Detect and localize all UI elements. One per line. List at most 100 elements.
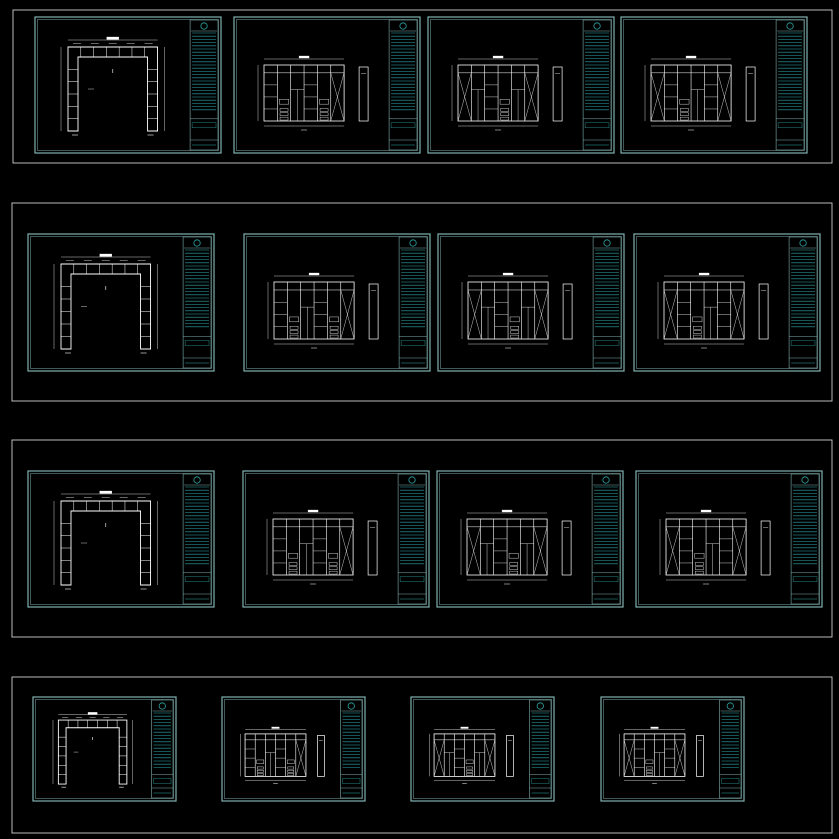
sheet-border bbox=[635, 470, 823, 608]
sheet-border bbox=[633, 233, 821, 372]
sheet-inner-border bbox=[245, 473, 427, 605]
sheet-elevation-b bbox=[427, 16, 615, 154]
logo-icon bbox=[603, 239, 611, 247]
sheet-inner-border bbox=[37, 19, 219, 151]
side-elevation bbox=[317, 735, 325, 777]
row-4 bbox=[11, 676, 833, 834]
sheet-border bbox=[436, 470, 624, 608]
sheet-plan bbox=[27, 233, 215, 372]
sheet-inner-border bbox=[246, 236, 428, 369]
sheet-inner-border bbox=[623, 19, 805, 151]
side-elevation bbox=[367, 520, 378, 576]
sheet-border bbox=[427, 16, 615, 154]
plan-outline bbox=[57, 719, 128, 785]
sheet-border bbox=[243, 233, 431, 372]
sheet-inner-border bbox=[636, 236, 818, 369]
row-1 bbox=[12, 9, 833, 164]
sheet-elevation-c bbox=[633, 233, 821, 372]
logo-icon bbox=[786, 22, 794, 30]
sheet-inner-border bbox=[413, 699, 552, 799]
logo-icon bbox=[193, 476, 201, 484]
sheet-border bbox=[410, 696, 555, 802]
sheet-inner-border bbox=[224, 699, 363, 799]
sheet-border bbox=[437, 233, 625, 372]
side-elevation bbox=[696, 735, 704, 777]
logo-icon bbox=[158, 702, 166, 710]
logo-icon bbox=[801, 476, 809, 484]
title-block bbox=[719, 699, 742, 799]
side-elevation bbox=[760, 520, 771, 576]
row-2 bbox=[11, 202, 833, 402]
sheet-border bbox=[620, 16, 808, 154]
side-elevation bbox=[368, 283, 379, 340]
logo-icon bbox=[602, 476, 610, 484]
sheet-border bbox=[34, 16, 222, 154]
sheet-border bbox=[242, 470, 430, 608]
sheet-elevation-b bbox=[410, 696, 555, 802]
row-frame bbox=[11, 202, 833, 402]
sheet-inner-border bbox=[236, 19, 418, 151]
sheet-inner-border bbox=[439, 473, 621, 605]
logo-icon bbox=[799, 239, 807, 247]
logo-icon bbox=[347, 702, 355, 710]
sheet-inner-border bbox=[603, 699, 742, 799]
plan-outline bbox=[67, 46, 158, 132]
sheet-elevation-c bbox=[620, 16, 808, 154]
title-block bbox=[788, 236, 818, 369]
title-block bbox=[182, 473, 212, 605]
sheet-inner-border bbox=[440, 236, 622, 369]
logo-icon bbox=[408, 476, 416, 484]
sheet-border bbox=[27, 470, 215, 608]
sheet-elevation-b bbox=[436, 470, 624, 608]
sheet-elevation-c bbox=[635, 470, 823, 608]
sheet-inner-border bbox=[638, 473, 820, 605]
side-elevation bbox=[561, 520, 572, 576]
sheet-elevation-a bbox=[233, 16, 421, 154]
side-elevation bbox=[552, 66, 563, 122]
title-block bbox=[591, 473, 621, 605]
sheet-elevation-a bbox=[242, 470, 430, 608]
sheet-elevation-a bbox=[221, 696, 366, 802]
side-elevation bbox=[358, 66, 369, 122]
side-elevation bbox=[745, 66, 756, 122]
side-elevation bbox=[562, 283, 573, 340]
sheet-inner-border bbox=[430, 19, 612, 151]
title-block bbox=[151, 699, 174, 799]
sheet-inner-border bbox=[35, 699, 174, 799]
sheet-border bbox=[27, 233, 215, 372]
logo-icon bbox=[593, 22, 601, 30]
sheet-elevation-c bbox=[600, 696, 745, 802]
title-block bbox=[592, 236, 622, 369]
title-block bbox=[790, 473, 820, 605]
row-3 bbox=[11, 439, 833, 638]
title-block bbox=[340, 699, 363, 799]
sheet-border bbox=[600, 696, 745, 802]
side-elevation bbox=[506, 735, 514, 777]
title-block bbox=[397, 473, 427, 605]
title-block bbox=[775, 19, 805, 151]
logo-icon bbox=[726, 702, 734, 710]
sheet-plan bbox=[32, 696, 177, 802]
sheet-inner-border bbox=[30, 473, 212, 605]
row-frame bbox=[11, 439, 833, 638]
sheet-border bbox=[32, 696, 177, 802]
logo-icon bbox=[193, 239, 201, 247]
row-frame bbox=[11, 676, 833, 834]
logo-icon bbox=[200, 22, 208, 30]
sheet-elevation-b bbox=[437, 233, 625, 372]
sheet-border bbox=[221, 696, 366, 802]
side-elevation bbox=[758, 283, 769, 340]
title-block bbox=[582, 19, 612, 151]
sheet-plan bbox=[34, 16, 222, 154]
logo-icon bbox=[399, 22, 407, 30]
row-frame bbox=[12, 9, 833, 164]
title-block bbox=[529, 699, 552, 799]
plan-outline bbox=[60, 500, 151, 586]
title-block bbox=[398, 236, 428, 369]
sheet-inner-border bbox=[30, 236, 212, 369]
sheet-plan bbox=[27, 470, 215, 608]
title-block bbox=[388, 19, 418, 151]
sheet-border bbox=[233, 16, 421, 154]
title-block bbox=[189, 19, 219, 151]
